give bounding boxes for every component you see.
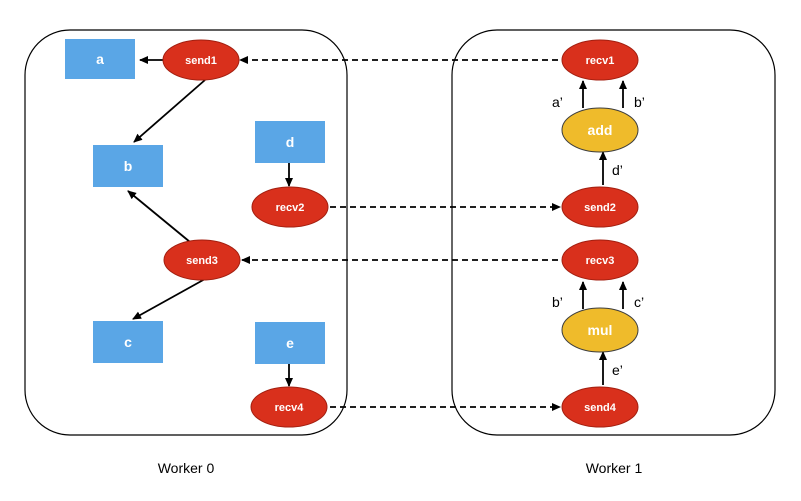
- node-recv4[interactable]: recv4: [250, 386, 328, 428]
- node-b[interactable]: b: [93, 145, 163, 187]
- node-recv1[interactable]: recv1: [561, 39, 639, 81]
- node-e-label: e: [286, 335, 294, 351]
- worker-0-label: Worker 0: [158, 460, 215, 476]
- worker-1-label: Worker 1: [586, 460, 643, 476]
- edge-label-c-prime: c’: [634, 294, 644, 310]
- node-d[interactable]: d: [255, 121, 325, 163]
- node-send1[interactable]: send1: [162, 39, 240, 81]
- edge-label-b-prime-top: b’: [634, 94, 645, 110]
- edge-label-d-prime: d’: [612, 162, 623, 178]
- node-add-label: add: [588, 122, 613, 138]
- node-send3-label: send3: [186, 255, 218, 267]
- node-c-label: c: [124, 334, 132, 350]
- node-send4[interactable]: send4: [561, 386, 639, 428]
- node-recv1-label: recv1: [586, 55, 615, 67]
- edge-send1-to-b: [133, 79, 206, 143]
- node-e[interactable]: e: [255, 322, 325, 364]
- edge-send3-to-c: [132, 278, 206, 320]
- node-d-label: d: [286, 134, 295, 150]
- node-send1-label: send1: [185, 55, 217, 67]
- node-recv2[interactable]: recv2: [251, 186, 329, 228]
- node-send3[interactable]: send3: [163, 239, 241, 281]
- node-send4-label: send4: [584, 402, 617, 414]
- node-a-label: a: [96, 51, 104, 67]
- edge-label-b-prime-bottom: b’: [552, 294, 563, 310]
- node-recv4-label: recv4: [275, 402, 305, 414]
- worker-0-box: [24, 29, 348, 436]
- node-c[interactable]: c: [93, 321, 163, 363]
- edge-label-e-prime: e’: [612, 362, 623, 378]
- worker-1-box: [451, 29, 776, 436]
- node-send2[interactable]: send2: [561, 186, 639, 228]
- node-mul-label: mul: [588, 322, 613, 338]
- node-mul[interactable]: mul: [561, 307, 639, 353]
- node-recv3-label: recv3: [586, 255, 615, 267]
- edge-send3-to-b: [127, 190, 191, 243]
- edge-label-a-prime: a’: [552, 94, 563, 110]
- node-send2-label: send2: [584, 202, 616, 214]
- node-a[interactable]: a: [65, 39, 135, 79]
- node-recv3[interactable]: recv3: [561, 239, 639, 281]
- node-add[interactable]: add: [561, 107, 639, 153]
- node-recv2-label: recv2: [276, 202, 305, 214]
- node-b-label: b: [124, 158, 133, 174]
